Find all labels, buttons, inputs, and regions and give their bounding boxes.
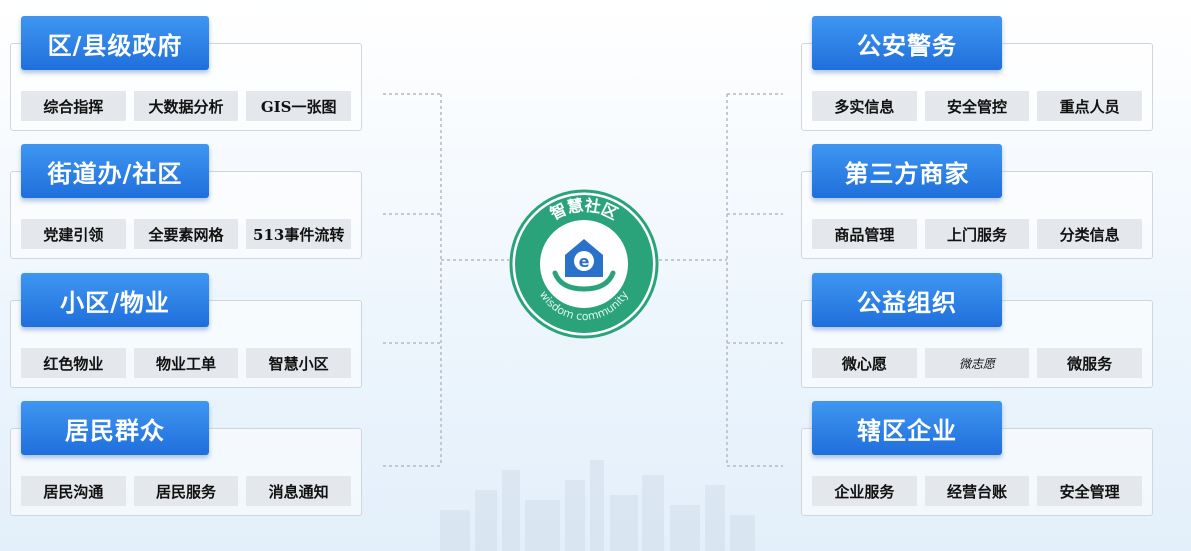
item-micro-service[interactable]: 微服务 xyxy=(1037,348,1143,378)
logo-letter: e xyxy=(579,252,590,271)
item-party-building[interactable]: 党建引领 xyxy=(21,219,126,249)
group-local-enterprises: 辖区企业 企业服务 经营台账 安全管理 xyxy=(801,401,1153,516)
item-operation-ledger[interactable]: 经营台账 xyxy=(924,476,1030,506)
item-event-flow[interactable]: 513事件流转 xyxy=(246,219,352,249)
wisdom-community-logo: 智慧社区 wisdom community e xyxy=(509,189,659,339)
skyline-decoration xyxy=(440,460,755,551)
item-enterprise-service[interactable]: 企业服务 xyxy=(812,476,917,506)
group-residential-property: 小区/物业 红色物业 物业工单 智慧小区 xyxy=(10,273,362,388)
group-title: 小区/物业 xyxy=(21,273,209,327)
group-police: 公安警务 多实信息 安全管控 重点人员 xyxy=(801,16,1153,131)
item-multi-info[interactable]: 多实信息 xyxy=(812,91,917,121)
item-big-data-analysis[interactable]: 大数据分析 xyxy=(133,91,239,121)
house-hands-icon: e xyxy=(552,239,616,292)
item-category-info[interactable]: 分类信息 xyxy=(1037,219,1143,249)
group-title: 第三方商家 xyxy=(812,144,1002,198)
item-micro-volunteer[interactable]: 微志愿 xyxy=(924,348,1030,378)
group-title: 公益组织 xyxy=(812,273,1002,327)
item-gis-map[interactable]: GIS一张图 xyxy=(246,91,352,121)
item-message-notification[interactable]: 消息通知 xyxy=(246,476,352,506)
item-red-property[interactable]: 红色物业 xyxy=(21,348,126,378)
item-door-service[interactable]: 上门服务 xyxy=(924,219,1030,249)
group-residents: 居民群众 居民沟通 居民服务 消息通知 xyxy=(10,401,362,516)
item-security-control[interactable]: 安全管控 xyxy=(924,91,1030,121)
item-resident-communication[interactable]: 居民沟通 xyxy=(21,476,126,506)
item-safety-management[interactable]: 安全管理 xyxy=(1037,476,1143,506)
group-third-party-merchants: 第三方商家 商品管理 上门服务 分类信息 xyxy=(801,144,1153,259)
item-resident-service[interactable]: 居民服务 xyxy=(133,476,239,506)
group-title: 区/县级政府 xyxy=(21,16,209,70)
group-title: 居民群众 xyxy=(21,401,209,455)
item-micro-wish[interactable]: 微心愿 xyxy=(812,348,917,378)
group-title: 街道办/社区 xyxy=(21,144,209,198)
group-title: 辖区企业 xyxy=(812,401,1002,455)
item-goods-management[interactable]: 商品管理 xyxy=(812,219,917,249)
group-street-community: 街道办/社区 党建引领 全要素网格 513事件流转 xyxy=(10,144,362,259)
group-district-government: 区/县级政府 综合指挥 大数据分析 GIS一张图 xyxy=(10,16,362,131)
group-title: 公安警务 xyxy=(812,16,1002,70)
item-smart-residential[interactable]: 智慧小区 xyxy=(246,348,352,378)
group-public-welfare: 公益组织 微心愿 微志愿 微服务 xyxy=(801,273,1153,388)
item-property-work-order[interactable]: 物业工单 xyxy=(133,348,239,378)
item-comprehensive-command[interactable]: 综合指挥 xyxy=(21,91,126,121)
item-element-grid[interactable]: 全要素网格 xyxy=(133,219,239,249)
item-key-persons[interactable]: 重点人员 xyxy=(1037,91,1143,121)
